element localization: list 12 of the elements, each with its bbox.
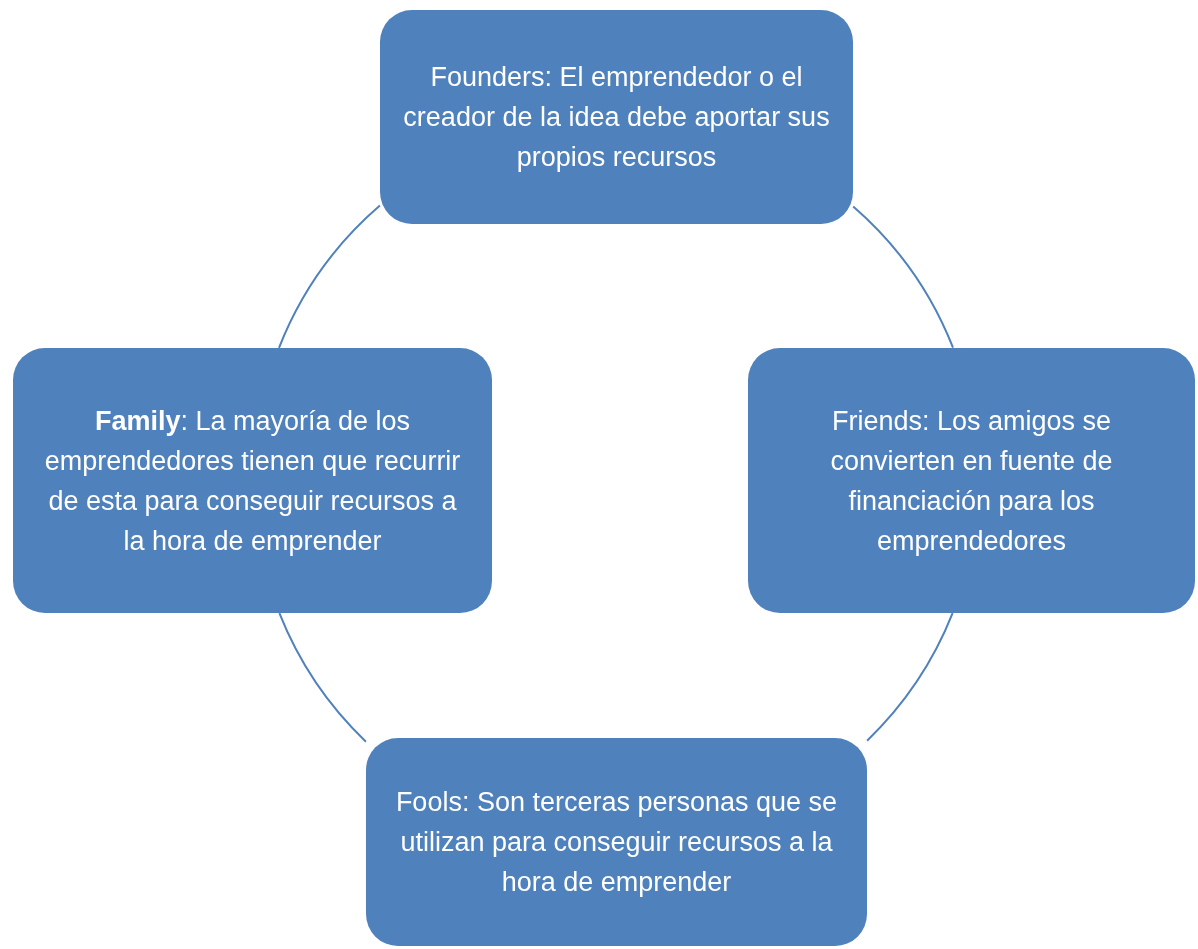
connector-arc [866,612,954,742]
rounded-box [380,10,853,224]
rounded-box [366,738,867,946]
rounded-box [748,348,1195,613]
box-text: Family: La mayoría de los emprendedores tienen que recurrir de esta para conseguir recursos a la hora de emprender [43,404,462,558]
connector-arc [278,612,367,743]
rounded-box [13,348,492,613]
box-text: Fools: Son terceras personas que se utilizan para conseguir recursos a la hora de emprender [394,786,839,899]
box-text: Friends: Los amigos se convierten en fuente de financiación para los emprendedores [829,404,1114,558]
connector-arc [278,204,381,349]
connector-arc [852,205,954,349]
box-text: Founders: El emprendedor o el creador de la idea debe aportar sus propios recursos [402,61,831,174]
